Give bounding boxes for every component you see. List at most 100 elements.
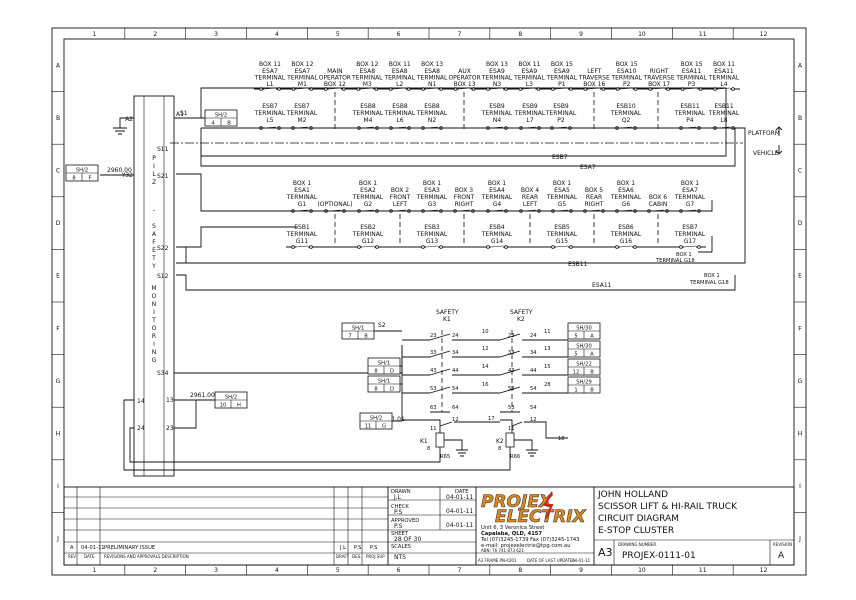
switch-label-line: TERMINAL	[286, 231, 318, 238]
sheet-ref-row: B	[364, 334, 368, 340]
grid-col-bottom: 6	[397, 567, 401, 574]
switch-label-line: TERMINAL	[286, 194, 318, 201]
pilz-letter: R	[152, 333, 156, 340]
switch-label-line: TERMINAL	[610, 110, 642, 117]
switch-label-line: BOX 12	[356, 61, 378, 68]
contact-pin: 53	[508, 405, 515, 411]
contact-pin: 33	[430, 350, 437, 356]
switch-label-line: TERMINAL	[610, 231, 642, 238]
pilz-letter: -	[153, 207, 155, 214]
switch-label-line: L7	[526, 117, 533, 124]
switch-label-line: TERMINAL	[610, 74, 642, 81]
wire-label-s2: S2	[378, 322, 386, 329]
switch-label-line: BOX 15	[616, 61, 638, 68]
sheet-ref-col: 10	[220, 403, 227, 409]
rev-row-proj: P.S	[370, 545, 377, 551]
wire-number: 16	[482, 382, 489, 388]
sheet-ref-col: 7	[348, 334, 351, 340]
switch-label-line: G15	[556, 238, 568, 245]
grid-col-bottom: 3	[214, 567, 218, 574]
switch-label-line: TERMINAL	[513, 74, 545, 81]
title-block: DRAWN J.L DATE 04-01-11 CHECK P.S 04-01-…	[63, 486, 795, 566]
grid-col-top: 6	[397, 31, 401, 38]
switch-label-line: BOX 11	[259, 61, 281, 68]
switch-label-line: ESB9	[522, 103, 538, 110]
g18-label-b: TERMINAL G18	[655, 258, 695, 264]
switch-label-line: ESA8	[359, 68, 375, 75]
approved-label: APPROVED	[391, 518, 419, 524]
switch-label-line: TERMINAL	[384, 110, 416, 117]
switch-label-line: TERMINAL	[352, 194, 384, 201]
sheet-ref-col: 12	[573, 370, 580, 376]
switch-label-line: BOX 5	[585, 187, 603, 194]
sheet-ref-title: SH/1	[352, 326, 364, 332]
sheet-label: SHEET	[391, 531, 409, 537]
switch-label-line: BOX 1	[553, 180, 571, 187]
sheet-ref-row: A	[590, 334, 594, 340]
contact-pin: 44	[530, 368, 537, 374]
switch-label-line: ESA7	[682, 187, 698, 194]
grid-col-bottom: 1	[93, 567, 97, 574]
switch-label-line: FRONT	[390, 194, 411, 201]
sheet-ref-row: F	[89, 176, 92, 182]
switch-label-line: G1	[298, 201, 307, 208]
switch-label-line: BOX 15	[551, 61, 573, 68]
grid-col-bottom: 11	[699, 567, 707, 574]
project-line-1: JOHN HOLLAND	[597, 490, 668, 500]
grid-row-right: E	[798, 273, 802, 280]
switch-label-line: BOX 15	[681, 61, 703, 68]
terminal-icon	[633, 245, 637, 249]
sheet-ref-box: SH/17 B	[341, 322, 375, 340]
switch-label-line: ESB8	[360, 103, 376, 110]
sheet-ref-col: 8	[374, 369, 377, 375]
contact-pin: 33	[508, 350, 515, 356]
switch-label-line: ESB7	[262, 103, 278, 110]
terminal-14: 14	[137, 398, 145, 405]
wire-label-296101: 2961.01	[380, 416, 405, 423]
sheet-ref-title: SH/29	[576, 380, 592, 386]
arrow-down-icon	[775, 145, 783, 155]
grid-col-top: 11	[699, 31, 707, 38]
switch-label-line: CABIN	[649, 201, 668, 208]
pilz-letter: M	[151, 285, 156, 292]
revision-label: REVISION	[773, 542, 792, 547]
pilz-letter: L	[152, 171, 156, 178]
switch-label-line: BOX 11	[518, 61, 540, 68]
rev-row-desc: PRELIMINARY ISSUE	[104, 545, 155, 551]
switch-label-line: M4	[364, 117, 373, 124]
rev-row-des: P.S	[354, 545, 361, 551]
wire-number: 11	[544, 329, 551, 335]
terminal-13: 13	[166, 397, 174, 404]
resistor-r66: R66	[510, 454, 520, 460]
sheet-ref-row: B	[227, 121, 231, 127]
grid-col-top: 2	[153, 31, 157, 38]
switch-label-line: L3	[526, 81, 533, 88]
switch-label-line: G2	[364, 201, 373, 208]
arrow-up-icon	[775, 126, 783, 136]
switch-label-line: P2	[557, 117, 565, 124]
grid-col-bottom: 4	[275, 567, 279, 574]
date-value-2: 04-01-11	[446, 508, 473, 515]
switch-label-line: BOX 16	[583, 81, 605, 88]
rev-header-desc: REVISIONS AND APPROVALS DESCRIPTION	[104, 554, 189, 559]
sheet-ref-col: 4	[211, 121, 215, 127]
sheet-ref-title: SH/30	[576, 344, 592, 350]
grid-col-top: 10	[638, 31, 646, 38]
sheet-ref-row: D	[390, 369, 394, 375]
switch-label-line: ESB7	[294, 103, 310, 110]
grid-row-left: B	[56, 115, 60, 122]
switch-label-line: M1	[298, 81, 307, 88]
switch-label-line: L8	[720, 117, 727, 124]
relay-label-k2: K2	[517, 316, 525, 323]
safety-label-2: SAFETY	[510, 309, 533, 316]
